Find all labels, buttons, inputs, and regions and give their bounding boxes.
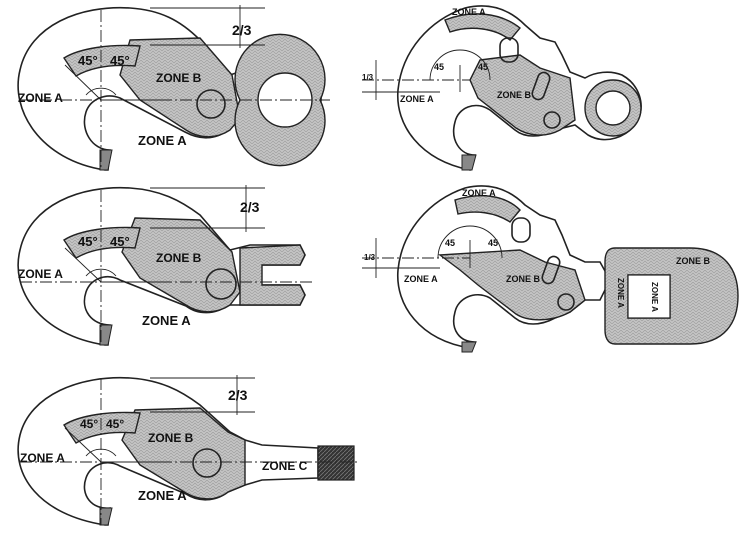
- hook-5-zone-b: ZONE B: [506, 274, 541, 284]
- hook-4-eye-ring: [584, 79, 642, 137]
- hook-5-outline: [397, 185, 611, 349]
- hook-2-angle-45-right: 45°: [110, 234, 130, 249]
- hook-2-two-thirds: 2/3: [240, 199, 260, 215]
- hook-3-zone-c: ZONE C: [262, 459, 308, 473]
- hook-2-zone-b-arc: [63, 226, 141, 259]
- hook-5-one-third: 1/3: [364, 253, 376, 262]
- hook-3-angle-45-right: 45°: [106, 417, 124, 431]
- hook-5-safety-swivel: 1/3 45 45 ZONE A ZONE A ZONE B ZONE B ZO…: [362, 185, 739, 353]
- hook-2-clevis-body: [239, 244, 306, 306]
- hook-3-angle-arc: [85, 448, 117, 457]
- hook-2-angle-line-l: [64, 247, 102, 283]
- hook-4-zone-b: ZONE B: [497, 90, 532, 100]
- hook-3-thread: [317, 445, 355, 481]
- hook-5-pin: [557, 293, 575, 311]
- hook-5-angle-arc: [437, 225, 503, 259]
- hook-2-angle-45-left: 45°: [78, 234, 98, 249]
- hook-4-one-third: 1/3: [362, 73, 374, 82]
- hook-3-zone-b: ZONE B: [148, 431, 194, 445]
- hook-4-shank-slot: [531, 71, 551, 101]
- hook-1-angle-45-right: 45°: [110, 53, 130, 68]
- hook-4-angle-arc: [429, 49, 491, 81]
- hook-1-two-thirds: 2/3: [232, 22, 252, 38]
- hook-2-zone-b: ZONE B: [156, 251, 202, 265]
- hook-4-zone-a-left: ZONE A: [400, 94, 434, 104]
- hook-5-latch-zone-a: [454, 195, 521, 223]
- hook-3-zone-b-shank: [121, 407, 246, 500]
- hook-4-outline: [397, 5, 642, 171]
- hook-5-latch-slot: [511, 217, 531, 243]
- hook-1-latch-tip: [99, 149, 113, 171]
- hook-4-angle-45-right: 45: [478, 62, 488, 72]
- hook-4-safety-eye: 1/3 45 45 ZONE A ZONE A ZONE B: [362, 5, 642, 171]
- hook-3-angle-45-left: 45°: [80, 417, 98, 431]
- hook-5-swivel-zone-a-outer: ZONE A: [616, 278, 625, 308]
- hook-3-outline: [17, 376, 319, 526]
- hook-1-zone-a-bottom: ZONE A: [138, 133, 187, 148]
- hook-1-zone-b: ZONE B: [156, 71, 202, 85]
- hook-5-shank-slot: [541, 255, 561, 285]
- hook-3-two-thirds: 2/3: [228, 387, 248, 403]
- hook-3-zone-b-arc: [63, 411, 141, 444]
- hook-4-latch-zone-a: [444, 13, 521, 41]
- hook-2-zone-a-bottom: ZONE A: [142, 313, 191, 328]
- hook-2-clevis: 2/3 45° 45° ZONE B ZONE A ZONE A: [17, 185, 315, 346]
- hook-2-pin: [205, 268, 237, 300]
- hook-1-angle-line-l: [64, 64, 102, 101]
- hook-5-angle-45-left: 45: [445, 238, 455, 248]
- hook-2-angle-arc: [85, 268, 117, 277]
- hook-1-angle-45-left: 45°: [78, 53, 98, 68]
- hook-3-zone-a-bottom: ZONE A: [138, 488, 187, 503]
- hook-3-zone-a-left: ZONE A: [20, 451, 65, 465]
- hook-1-angle-arc: [85, 87, 117, 96]
- hook-3-latch-tip: [99, 507, 113, 526]
- hook-3-angle-line-l: [64, 427, 102, 463]
- hook-4-angle-45-left: 45: [434, 62, 444, 72]
- hook-4-zone-a-top: ZONE A: [452, 7, 486, 17]
- hook-1-eye: 2/3 45° 45° ZONE B ZONE A ZONE A: [17, 5, 330, 171]
- hook-5-zone-a-left: ZONE A: [404, 274, 438, 284]
- hook-4-latch-tip: [461, 154, 477, 171]
- hook-3-shank: 2/3 45° 45° ZONE B ZONE A ZONE C ZONE A: [17, 375, 360, 526]
- hook-5-swivel-zone-a-inner: ZONE A: [650, 282, 659, 312]
- hook-1-pin: [196, 89, 226, 119]
- hook-2-zone-a-left: ZONE A: [18, 267, 63, 281]
- hook-2-outline: [17, 186, 306, 346]
- hook-5-latch-tip: [461, 341, 477, 353]
- hook-5-swivel-eye-inner: [627, 274, 671, 319]
- hook-1-zone-b-arc: [63, 44, 141, 77]
- hook-5-swivel-zone-b: ZONE B: [676, 256, 711, 266]
- hook-5-angle-45-right: 45: [488, 238, 498, 248]
- hook-2-zone-b-shank: [121, 217, 241, 313]
- hook-4-pin: [543, 111, 561, 129]
- hook-3-pin: [192, 448, 222, 478]
- hook-2-latch-tip: [99, 324, 113, 346]
- hook-5-zone-a-top: ZONE A: [462, 188, 496, 198]
- hook-1-zone-a-left: ZONE A: [18, 91, 63, 105]
- hook-4-latch-slot: [499, 37, 519, 63]
- hook-5-zone-b: [438, 249, 586, 321]
